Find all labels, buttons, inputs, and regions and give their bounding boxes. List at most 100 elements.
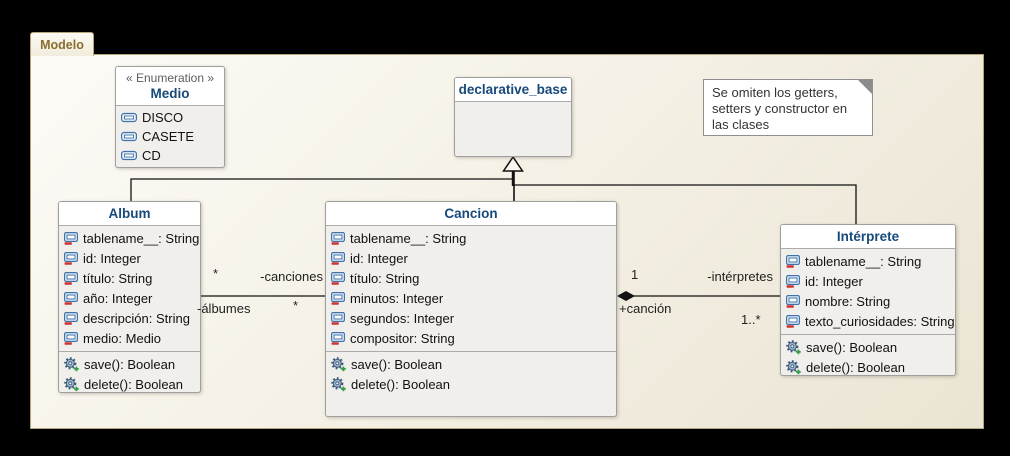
attribute-label: tablename__: String — [83, 230, 200, 246]
class-declarative-base-body — [455, 101, 571, 156]
attribute-row: id: Integer — [781, 271, 955, 291]
operation-row: save(): Boolean — [59, 354, 200, 374]
diagram-canvas: « Enumeration » Medio DISCO — [30, 54, 984, 429]
note-text-line: setters y constructor en — [712, 101, 848, 116]
attribute-row: texto_curiosidades: String — [781, 311, 955, 331]
attribute-icon — [331, 311, 345, 325]
attribute-label: id: Integer — [805, 273, 863, 289]
attribute-icon — [786, 294, 800, 308]
class-interprete-operations: save(): Boolean delete(): Boolean — [781, 334, 955, 375]
class-declarative-base-header: declarative_base — [455, 78, 571, 101]
attribute-row: minutos: Integer — [326, 288, 616, 308]
cancion-end-multiplicity: * — [293, 298, 299, 313]
attribute-icon — [331, 271, 345, 285]
attribute-row: tablename__: String — [59, 228, 200, 248]
attribute-icon — [64, 271, 78, 285]
class-cancion-box[interactable]: Cancion tablename__: String — [325, 201, 617, 417]
attribute-row: nombre: String — [781, 291, 955, 311]
operation-label: save(): Boolean — [351, 356, 443, 372]
class-interprete-name: Intérprete — [836, 229, 900, 244]
operation-label: delete(): Boolean — [351, 376, 451, 392]
operation-label: delete(): Boolean — [806, 359, 906, 375]
class-album-name: Album — [108, 206, 151, 221]
class-cancion-name: Cancion — [444, 206, 498, 221]
attribute-icon — [786, 274, 800, 288]
enum-literal-row: DISCO — [116, 108, 224, 127]
attribute-icon — [331, 231, 345, 245]
note-text-line: las clases — [712, 117, 770, 132]
attribute-row: tablename__: String — [781, 251, 955, 271]
attribute-label: texto_curiosidades: String — [805, 313, 955, 329]
attribute-icon — [331, 331, 345, 345]
cancion-role-label: +canción — [619, 301, 672, 316]
cancion-composition-multiplicity: 1 — [631, 267, 639, 282]
diagram-tab-label: Modelo — [40, 37, 84, 52]
generalization-triangle-icon — [502, 155, 524, 172]
attribute-icon — [64, 311, 78, 325]
class-interprete-box[interactable]: Intérprete tablename__: String — [780, 224, 956, 376]
attribute-label: medio: Medio — [83, 330, 162, 346]
class-album-box[interactable]: Album tablename__: String — [58, 201, 201, 393]
operation-icon — [786, 359, 801, 374]
albumes-role-label: -álbumes — [197, 301, 251, 316]
attribute-row: compositor: String — [326, 328, 616, 348]
operation-row: save(): Boolean — [781, 337, 955, 357]
enumeration-name: Medio — [150, 86, 190, 101]
attribute-row: título: String — [326, 268, 616, 288]
attribute-label: nombre: String — [805, 293, 891, 309]
class-album-header: Album — [59, 202, 200, 225]
attribute-label: tablename__: String — [805, 253, 922, 269]
operation-label: delete(): Boolean — [84, 376, 184, 392]
attribute-row: tablename__: String — [326, 228, 616, 248]
enum-literal-label: DISCO — [142, 110, 184, 125]
operation-icon — [64, 356, 79, 371]
enumeration-stereotype: « Enumeration » — [125, 71, 215, 85]
attribute-label: id: Integer — [350, 250, 408, 266]
diagram-tab-modelo[interactable]: Modelo — [30, 32, 94, 56]
enum-literal-icon — [121, 131, 137, 142]
class-declarative-base-box[interactable]: declarative_base — [454, 77, 572, 157]
enum-literal-row: CASETE — [116, 127, 224, 146]
attribute-row: id: Integer — [59, 248, 200, 268]
attribute-row: id: Integer — [326, 248, 616, 268]
enum-literal-icon — [121, 112, 137, 123]
note-fold-corner-icon — [858, 80, 872, 94]
class-interprete-attributes: tablename__: String id: Integer — [781, 248, 955, 334]
attribute-label: título: String — [350, 270, 420, 286]
operation-row: delete(): Boolean — [59, 374, 200, 392]
enum-literal-icon — [121, 150, 137, 161]
comment-note[interactable]: Se omiten los getters, setters y constru… — [703, 79, 873, 136]
attribute-label: año: Integer — [83, 290, 153, 306]
attribute-icon — [331, 291, 345, 305]
attribute-label: descripción: String — [83, 310, 190, 326]
attribute-row: medio: Medio — [59, 328, 200, 348]
enumeration-medio-box[interactable]: « Enumeration » Medio DISCO — [115, 66, 225, 168]
attribute-icon — [64, 291, 78, 305]
interpretes-role-label: -intérpretes — [707, 269, 773, 284]
enumeration-literal-list: DISCO CASETE — [116, 105, 224, 167]
operation-icon — [786, 339, 801, 354]
class-interprete-header: Intérprete — [781, 225, 955, 248]
class-declarative-base-name: declarative_base — [458, 82, 568, 97]
composition-diamond-icon — [617, 291, 635, 301]
operation-icon — [331, 376, 346, 391]
attribute-label: id: Integer — [83, 250, 141, 266]
class-cancion-attributes: tablename__: String id: Integer — [326, 225, 616, 351]
operation-label: save(): Boolean — [806, 339, 898, 355]
generalization-line-album — [130, 178, 513, 201]
operation-row: delete(): Boolean — [781, 357, 955, 375]
interprete-end-multiplicity: 1..* — [741, 312, 761, 327]
operation-icon — [331, 356, 346, 371]
canciones-role-label: -canciones — [260, 269, 323, 284]
attribute-label: minutos: Integer — [350, 290, 444, 306]
operation-row: save(): Boolean — [326, 354, 616, 374]
attribute-icon — [64, 251, 78, 265]
attribute-row: año: Integer — [59, 288, 200, 308]
album-end-multiplicity: * — [213, 266, 219, 281]
attribute-icon — [331, 251, 345, 265]
operation-row: delete(): Boolean — [326, 374, 616, 394]
operation-label: save(): Boolean — [84, 356, 176, 372]
attribute-icon — [786, 314, 800, 328]
attribute-icon — [786, 254, 800, 268]
